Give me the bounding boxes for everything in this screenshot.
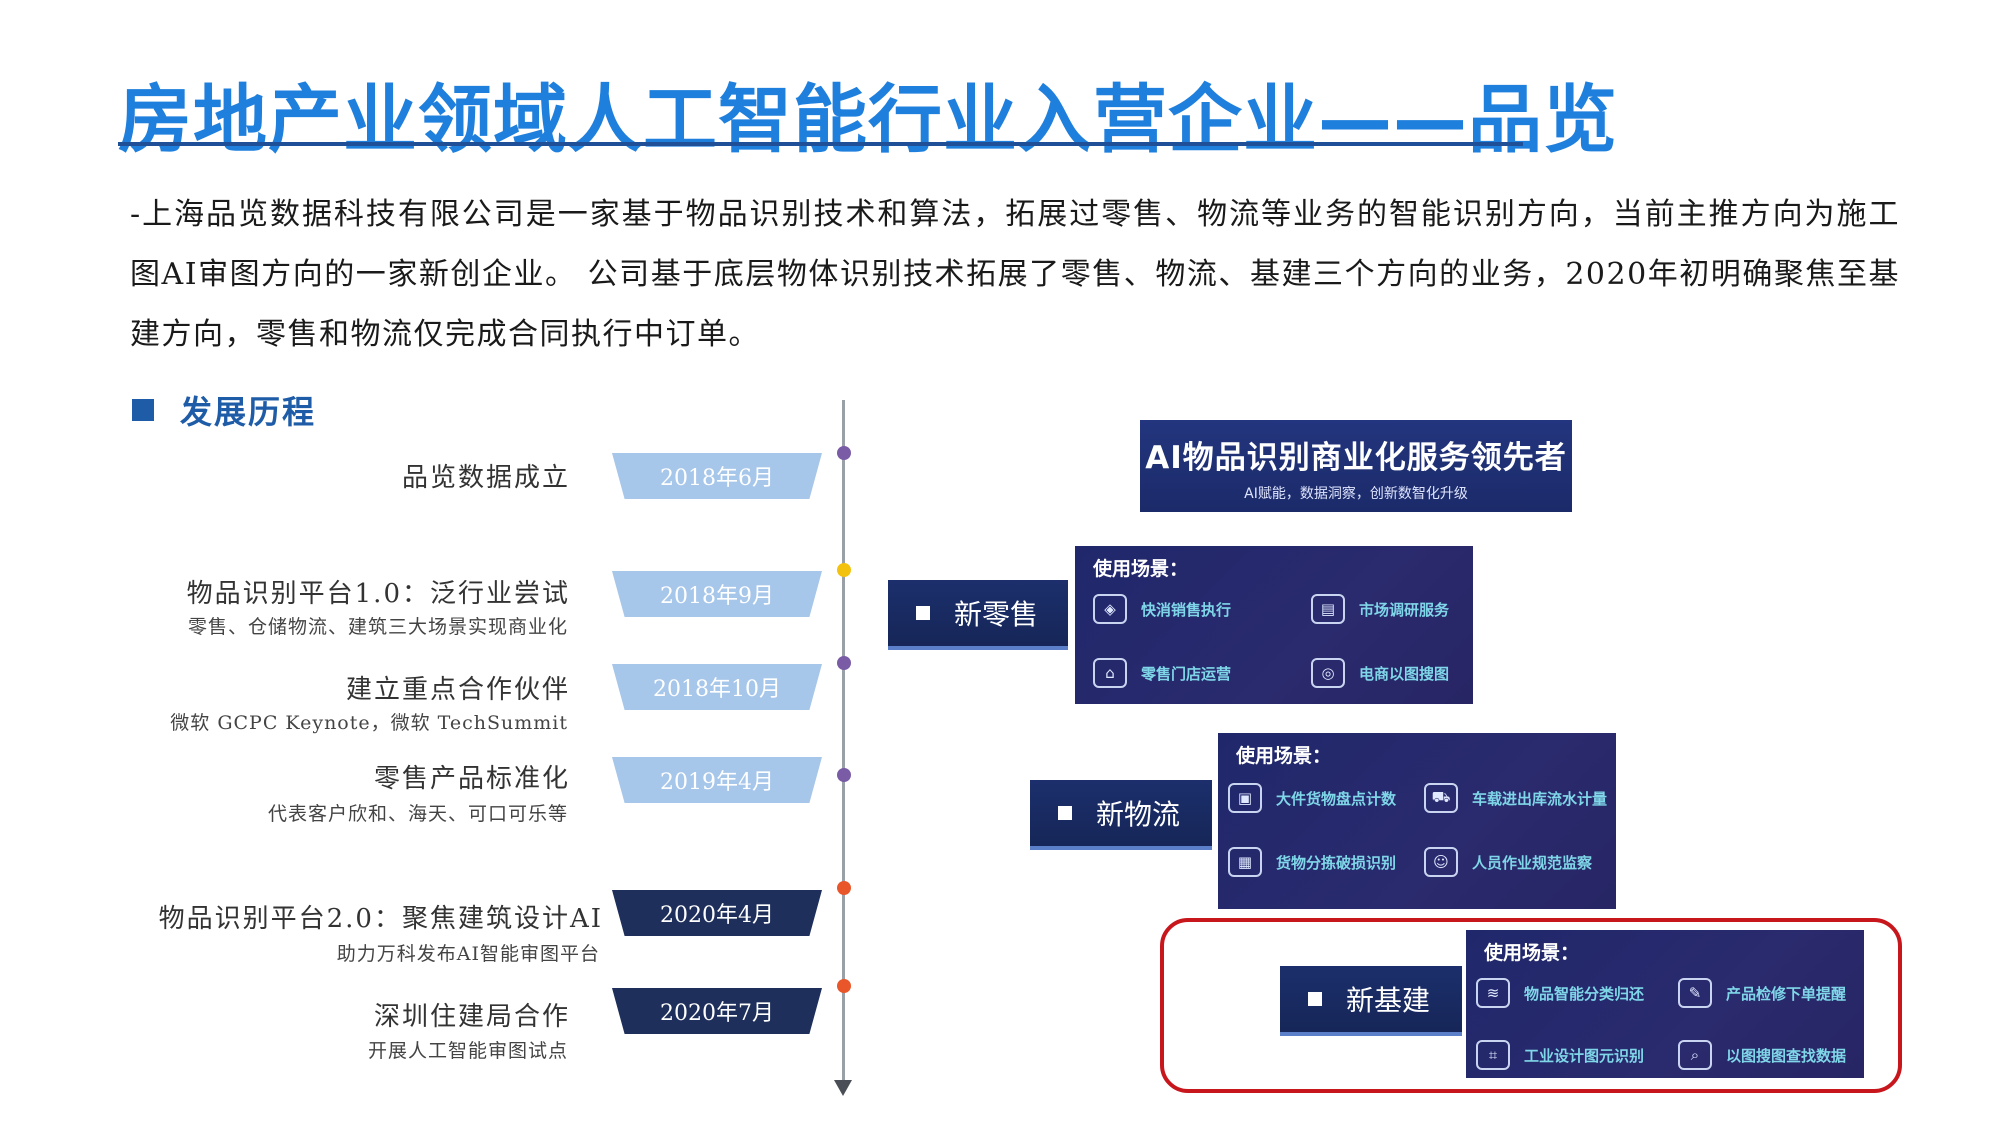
timeline-date-tag: 2019年4月 — [612, 757, 822, 803]
timeline-event-subtitle: 微软 GCPC Keynote，微软 TechSummit — [170, 712, 568, 734]
timeline-date-tag: 2018年10月 — [612, 664, 822, 710]
timeline-dot — [837, 446, 851, 460]
retail-scene-panel: 使用场景： ◈ 快消销售执行 ▤ 市场调研服务 ⌂ 零售门店运营 ◎ 电商以图搜… — [1075, 546, 1473, 704]
scene-item: ☺ 人员作业规范监察 — [1424, 847, 1592, 877]
scene-item: ≋ 物品智能分类归还 — [1476, 978, 1644, 1008]
timeline-arrow-icon — [834, 1080, 852, 1096]
image-search-icon: ⌕ — [1678, 1040, 1712, 1070]
timeline-event-title: 物品识别平台1.0：泛行业尝试 — [186, 579, 570, 609]
blueprint-icon: ⌗ — [1476, 1040, 1510, 1070]
scene-item: ⛟ 车载进出库流水计量 — [1424, 783, 1607, 813]
timeline-event-subtitle: 开展人工智能审图试点 — [367, 1040, 568, 1062]
scene-panel-heading: 使用场景： — [1484, 942, 1580, 964]
scene-panel-heading: 使用场景： — [1236, 745, 1332, 767]
scene-item: ⌕ 以图搜图查找数据 — [1678, 1040, 1846, 1070]
section-title: 发展历程 — [180, 393, 317, 431]
timeline-event-subtitle: 助力万科发布AI智能审图平台 — [336, 943, 600, 965]
infra-scene-panel: 使用场景： ≋ 物品智能分类归还 ✎ 产品检修下单提醒 ⌗ 工业设计图元识别 ⌕… — [1466, 930, 1864, 1078]
banner-subtitle: AI赋能，数据洞察，创新数智化升级 — [1244, 486, 1468, 502]
scene-item: ▦ 货物分拣破损识别 — [1228, 847, 1396, 877]
banner-title: AI物品识别商业化服务领先者 — [1145, 440, 1567, 476]
timeline-axis — [842, 400, 845, 1085]
worker-icon: ☺ — [1424, 847, 1458, 877]
timeline-event-subtitle: 代表客户欣和、海天、可口可乐等 — [267, 803, 568, 825]
timeline-event-title: 建立重点合作伙伴 — [345, 675, 570, 705]
brand-banner: AI物品识别商业化服务领先者 AI赋能，数据洞察，创新数智化升级 — [1140, 420, 1572, 512]
timeline-event-title: 物品识别平台2.0：聚焦建筑设计AI — [158, 904, 603, 934]
monitor-icon: ▤ — [1311, 594, 1345, 624]
scene-item: ◎ 电商以图搜图 — [1311, 658, 1449, 688]
timeline-event-title: 品览数据成立 — [401, 463, 570, 493]
timeline-dot — [837, 768, 851, 782]
timeline-date-tag: 2018年6月 — [612, 453, 822, 499]
timeline-dot — [837, 979, 851, 993]
truck-icon: ⛟ — [1424, 783, 1458, 813]
timeline-date-tag: 2018年9月 — [612, 571, 822, 617]
image-search-icon: ◎ — [1311, 658, 1345, 688]
timeline-dot — [837, 656, 851, 670]
category-retail: 新零售 — [888, 580, 1068, 650]
scene-item: ▤ 市场调研服务 — [1311, 594, 1449, 624]
scene-panel-heading: 使用场景： — [1093, 558, 1189, 580]
scene-item: ⌗ 工业设计图元识别 — [1476, 1040, 1644, 1070]
timeline-event-subtitle: 零售、仓储物流、建筑三大场景实现商业化 — [187, 616, 568, 638]
square-icon — [1308, 992, 1322, 1006]
sales-icon: ◈ — [1093, 594, 1127, 624]
highlight-frame — [1160, 918, 1902, 1093]
timeline-date-tag: 2020年4月 — [612, 890, 822, 936]
timeline-date-tag: 2020年7月 — [612, 988, 822, 1034]
scene-item: ⌂ 零售门店运营 — [1093, 658, 1231, 688]
logistics-scene-panel: 使用场景： ▣ 大件货物盘点计数 ⛟ 车载进出库流水计量 ▦ 货物分拣破损识别 … — [1218, 733, 1616, 909]
category-logistics: 新物流 — [1030, 780, 1212, 850]
category-label: 新物流 — [1096, 798, 1181, 831]
category-label: 新基建 — [1346, 984, 1431, 1017]
page-title: 房地产业领域人工智能行业入营企业——品览 — [118, 77, 1618, 163]
repair-icon: ✎ — [1678, 978, 1712, 1008]
title-underline — [118, 142, 1523, 146]
square-icon — [1058, 806, 1072, 820]
store-icon: ⌂ — [1093, 658, 1127, 688]
category-label: 新零售 — [954, 598, 1039, 631]
timeline-dot — [837, 881, 851, 895]
scene-item: ✎ 产品检修下单提醒 — [1678, 978, 1846, 1008]
scene-item: ◈ 快消销售执行 — [1093, 594, 1231, 624]
square-icon — [916, 606, 930, 620]
timeline-event-title: 零售产品标准化 — [373, 764, 570, 794]
section-header: 发展历程 — [132, 387, 316, 433]
timeline-dot — [837, 563, 851, 577]
category-infra: 新基建 — [1280, 966, 1462, 1036]
timeline-event-title: 深圳住建局合作 — [373, 1002, 570, 1032]
intro-paragraph: -上海品览数据科技有限公司是一家基于物品识别技术和算法，拓展过零售、物流等业务的… — [130, 197, 1900, 352]
section-square-icon — [132, 399, 154, 421]
scene-item: ▣ 大件货物盘点计数 — [1228, 783, 1396, 813]
sorting-icon: ▦ — [1228, 847, 1262, 877]
inventory-icon: ▣ — [1228, 783, 1262, 813]
layers-icon: ≋ — [1476, 978, 1510, 1008]
